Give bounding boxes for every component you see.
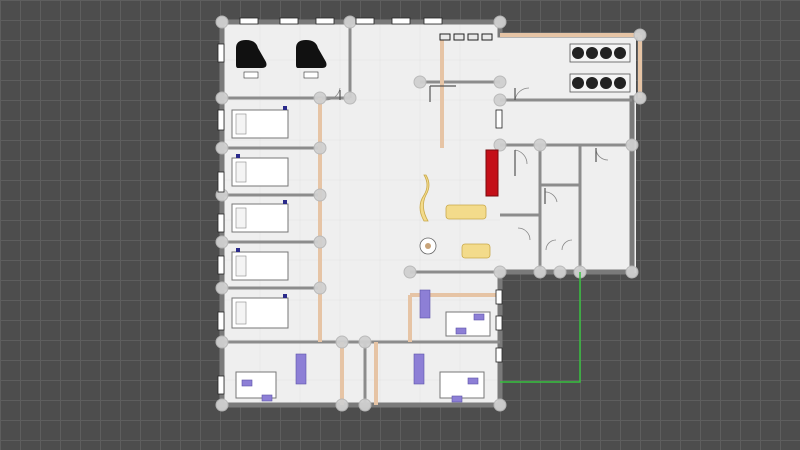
single-bed-icon[interactable]: [231, 106, 289, 139]
light-partitions[interactable]: [318, 33, 642, 405]
sofa-icon[interactable]: [485, 149, 499, 197]
single-bed-icon[interactable]: [231, 248, 289, 281]
wall-nodes[interactable]: [215, 15, 647, 412]
dining-table-icon[interactable]: [419, 174, 487, 222]
window-icon: [239, 17, 443, 25]
chair-icon[interactable]: [419, 237, 437, 255]
grand-piano-icon[interactable]: [296, 40, 327, 79]
fan-unit-icon[interactable]: [569, 73, 631, 93]
door-icon[interactable]: [325, 85, 609, 251]
single-bed-icon[interactable]: [231, 154, 289, 187]
single-bed-icon[interactable]: [231, 294, 289, 329]
east-wing-floor[interactable]: [498, 33, 636, 273]
radiator-icon[interactable]: [439, 33, 493, 41]
grand-piano-icon[interactable]: [236, 40, 267, 79]
double-bed-icon[interactable]: [413, 353, 485, 403]
double-bed-icon[interactable]: [235, 353, 307, 402]
single-bed-icon[interactable]: [231, 200, 289, 233]
dining-table-icon[interactable]: [461, 243, 491, 259]
electrical-wire[interactable]: [500, 272, 581, 383]
fan-unit-icon[interactable]: [569, 43, 631, 63]
window-marker: [217, 43, 503, 395]
double-bed-icon[interactable]: [419, 289, 491, 337]
